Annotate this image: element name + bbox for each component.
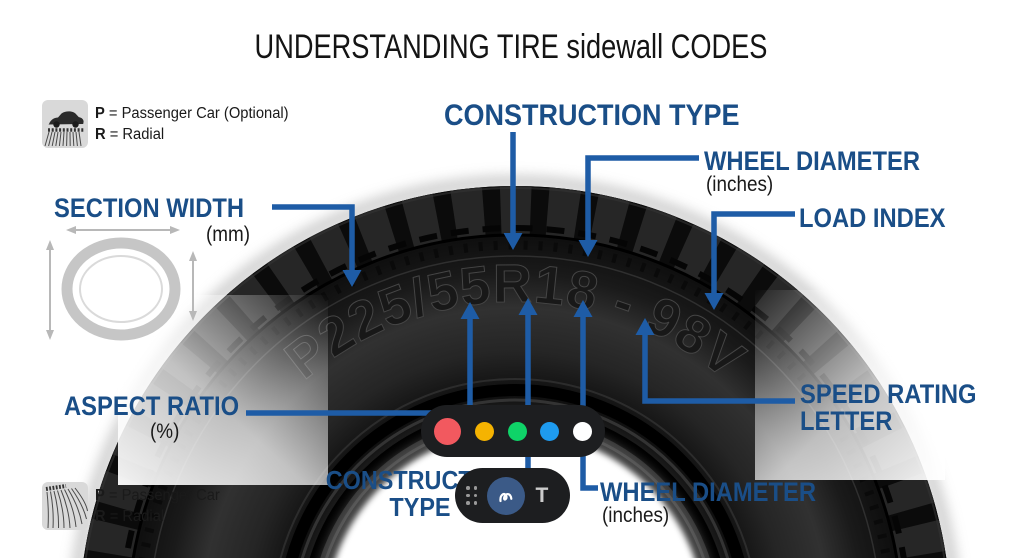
bead-ring bbox=[300, 398, 730, 558]
speed-rating-arrow bbox=[635, 318, 795, 404]
radial-ply-icon bbox=[42, 482, 88, 530]
tire-cross-section-sketch bbox=[46, 226, 197, 341]
pen-tool-button[interactable] bbox=[486, 476, 525, 515]
pen-squiggle-icon bbox=[498, 492, 512, 502]
annotation-toolbar[interactable]: T bbox=[455, 468, 570, 523]
load-index-arrow bbox=[704, 211, 795, 310]
color-swatch-red[interactable] bbox=[434, 417, 461, 445]
construction-type-top-arrow bbox=[503, 132, 523, 250]
drag-handle-icon[interactable] bbox=[466, 486, 478, 505]
fade-right bbox=[755, 290, 945, 480]
color-swatch-blue[interactable] bbox=[540, 421, 560, 441]
bead-ring bbox=[279, 378, 751, 558]
annotation-color-palette[interactable] bbox=[421, 405, 605, 457]
color-swatch-yellow[interactable] bbox=[474, 421, 494, 441]
color-swatch-green[interactable] bbox=[507, 421, 527, 441]
bead-ring bbox=[285, 384, 745, 558]
wheel-diameter-bottom-arrow bbox=[573, 300, 598, 491]
sidewall-ridge bbox=[153, 255, 877, 558]
color-swatch-white[interactable] bbox=[573, 421, 592, 441]
wheel-diameter-top-arrow bbox=[578, 155, 699, 257]
text-tool-button[interactable]: T bbox=[535, 483, 549, 507]
passenger-car-icon bbox=[42, 100, 88, 148]
section-width-arrow bbox=[272, 204, 362, 287]
